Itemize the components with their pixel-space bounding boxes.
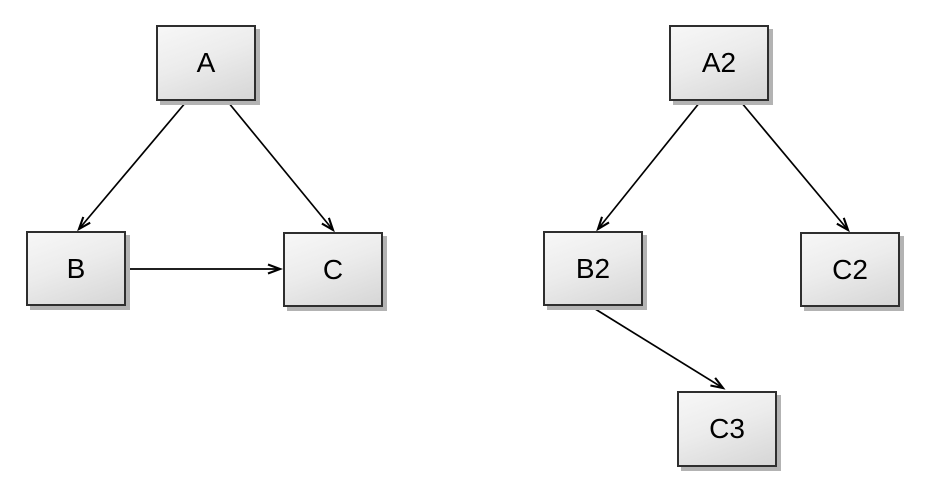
node-C[interactable]: C	[283, 232, 383, 307]
edge-A-B[interactable]	[77, 101, 187, 232]
node-C2[interactable]: C2	[800, 232, 900, 307]
node-label-A2: A2	[701, 47, 737, 78]
node-label-C3: C3	[709, 413, 745, 444]
node-A[interactable]: A	[156, 25, 256, 101]
node-label-B2: B2	[575, 252, 611, 284]
edges-group	[77, 101, 850, 390]
edge-B2-C3[interactable]	[591, 306, 726, 390]
node-C3[interactable]: C3	[677, 391, 777, 467]
node-label-B: B	[66, 252, 86, 284]
edge-A2-C2[interactable]	[740, 101, 850, 233]
edge-A2-B2[interactable]	[596, 101, 701, 232]
node-B2[interactable]: B2	[543, 231, 643, 306]
node-label-A: A	[196, 47, 216, 78]
edge-A-C[interactable]	[227, 101, 335, 233]
node-B[interactable]: B	[26, 231, 126, 306]
node-label-C: C	[322, 253, 344, 285]
node-A2[interactable]: A2	[669, 25, 769, 101]
node-label-C2: C2	[832, 253, 868, 285]
